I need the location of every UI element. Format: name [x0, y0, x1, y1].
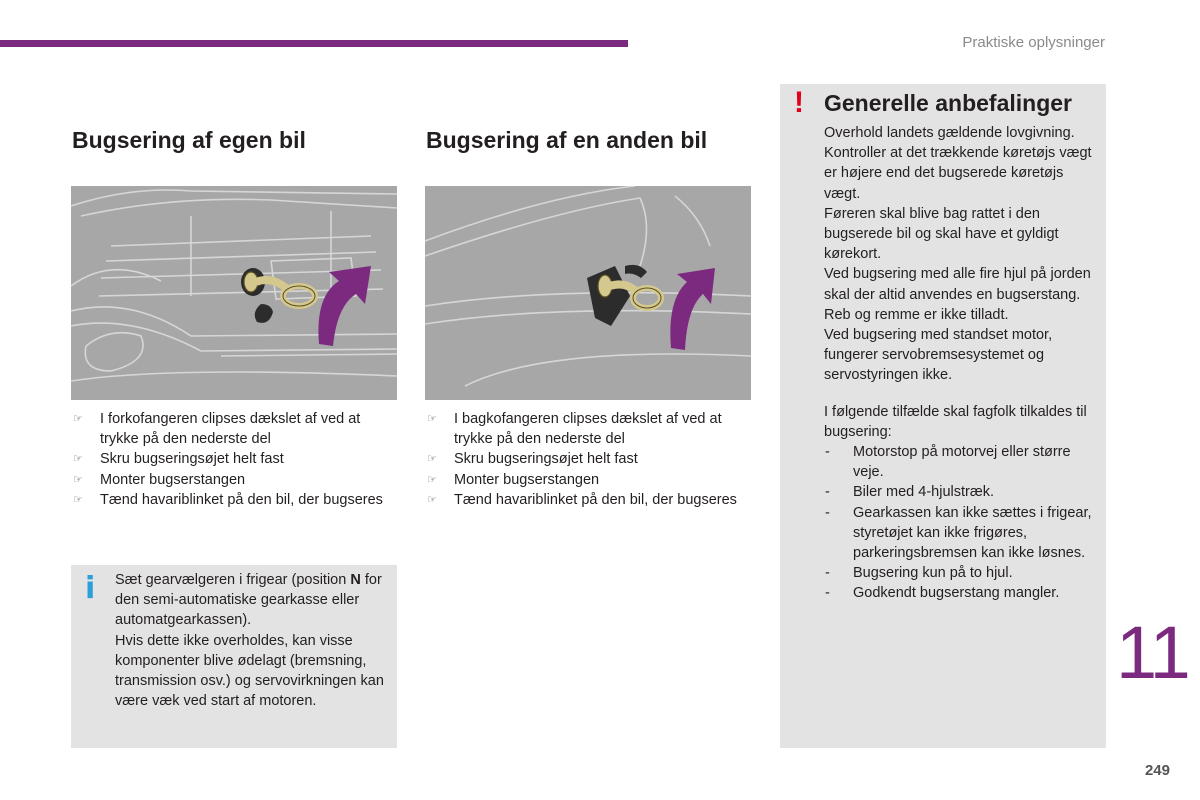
- section-title: Praktiske oplysninger: [962, 34, 1105, 51]
- list-item: -Biler med 4-hjulstræk.: [825, 484, 995, 501]
- recommendation-paragraph: Føreren skal blive bag rattet i den bugs…: [824, 205, 1059, 263]
- list-item: ☞I bagkofangeren clipses dækslet af ved …: [427, 411, 722, 448]
- hand-pointer-icon: ☞: [73, 453, 83, 466]
- recommendations-text: Overhold landets gældende lovgivning. Ko…: [824, 123, 1100, 604]
- chapter-number: 11: [1116, 611, 1191, 694]
- hand-pointer-icon: ☞: [427, 473, 437, 486]
- list-item: ☞Monter bugserstangen: [73, 470, 393, 490]
- professional-towing-cases: -Motorstop på motorvej eller større veje…: [824, 442, 1100, 604]
- hand-pointer-icon: ☞: [427, 453, 437, 466]
- list-item: ☞I forkofangeren clipses dækslet af ved …: [73, 411, 361, 448]
- other-car-steps-list: ☞I bagkofangeren clipses dækslet af ved …: [427, 409, 747, 510]
- rear-bumper-drawing: [425, 186, 751, 400]
- list-item: -Godkendt bugserstang mangler.: [825, 585, 1060, 602]
- list-item: ☞Skru bugseringsøjet helt fast: [73, 449, 393, 469]
- hand-pointer-icon: ☞: [73, 413, 83, 425]
- own-car-steps-list: ☞I forkofangeren clipses dækslet af ved …: [73, 409, 393, 510]
- hand-pointer-icon: ☞: [427, 493, 437, 506]
- rear-bumper-tow-eye-illustration: [425, 186, 751, 400]
- list-item: ☞Tænd havariblinket på den bil, der bugs…: [73, 490, 393, 510]
- other-car-towing-title: Bugsering af en anden bil: [426, 127, 708, 153]
- direction-arrow: [318, 266, 371, 346]
- list-item: ☞Skru bugseringsøjet helt fast: [427, 449, 747, 469]
- general-recommendations-box: ! Generelle anbefalinger Overhold landet…: [780, 84, 1106, 748]
- page-number: 249: [1144, 762, 1170, 779]
- tow-eye: [241, 268, 318, 323]
- hand-pointer-icon: ☞: [73, 473, 83, 486]
- info-icon: i: [85, 571, 96, 606]
- front-bumper-tow-eye-illustration: [71, 186, 397, 400]
- tow-eye: [587, 264, 664, 326]
- list-item: ☞Monter bugserstangen: [427, 470, 747, 490]
- list-item: -Gearkassen kan ikke sættes i frigear, s…: [825, 504, 1092, 562]
- recommendation-paragraph: Ved bugsering med standset motor, funger…: [824, 327, 1053, 384]
- info-note-box: i Sæt gearvælgeren i frigear (position N…: [71, 565, 397, 748]
- professional-towing-intro: I følgende tilfælde skal fagfolk tilkald…: [824, 403, 1087, 440]
- recommendations-title: Generelle anbefalinger: [824, 90, 1072, 116]
- list-item: ☞Tænd havariblinket på den bil, der bugs…: [427, 490, 747, 510]
- recommendation-paragraph: Kontroller at det trækkende køretøjs væg…: [824, 145, 1092, 202]
- front-bumper-drawing: [71, 186, 397, 400]
- list-item: -Motorstop på motorvej eller større veje…: [825, 444, 1071, 481]
- list-item: -Bugsering kun på to hjul.: [825, 565, 1013, 582]
- info-note-text: Sæt gearvælgeren i frigear (position N f…: [115, 572, 384, 710]
- header-accent-bar: [0, 40, 628, 47]
- hand-pointer-icon: ☞: [427, 413, 437, 425]
- hand-pointer-icon: ☞: [73, 493, 83, 506]
- own-car-towing-title: Bugsering af egen bil: [72, 127, 306, 153]
- recommendation-paragraph: Overhold landets gældende lovgivning.: [824, 125, 1075, 141]
- recommendation-paragraph: Ved bugsering med alle fire hjul på jord…: [824, 266, 1091, 323]
- warning-icon: !: [794, 86, 804, 119]
- direction-arrow: [670, 268, 715, 350]
